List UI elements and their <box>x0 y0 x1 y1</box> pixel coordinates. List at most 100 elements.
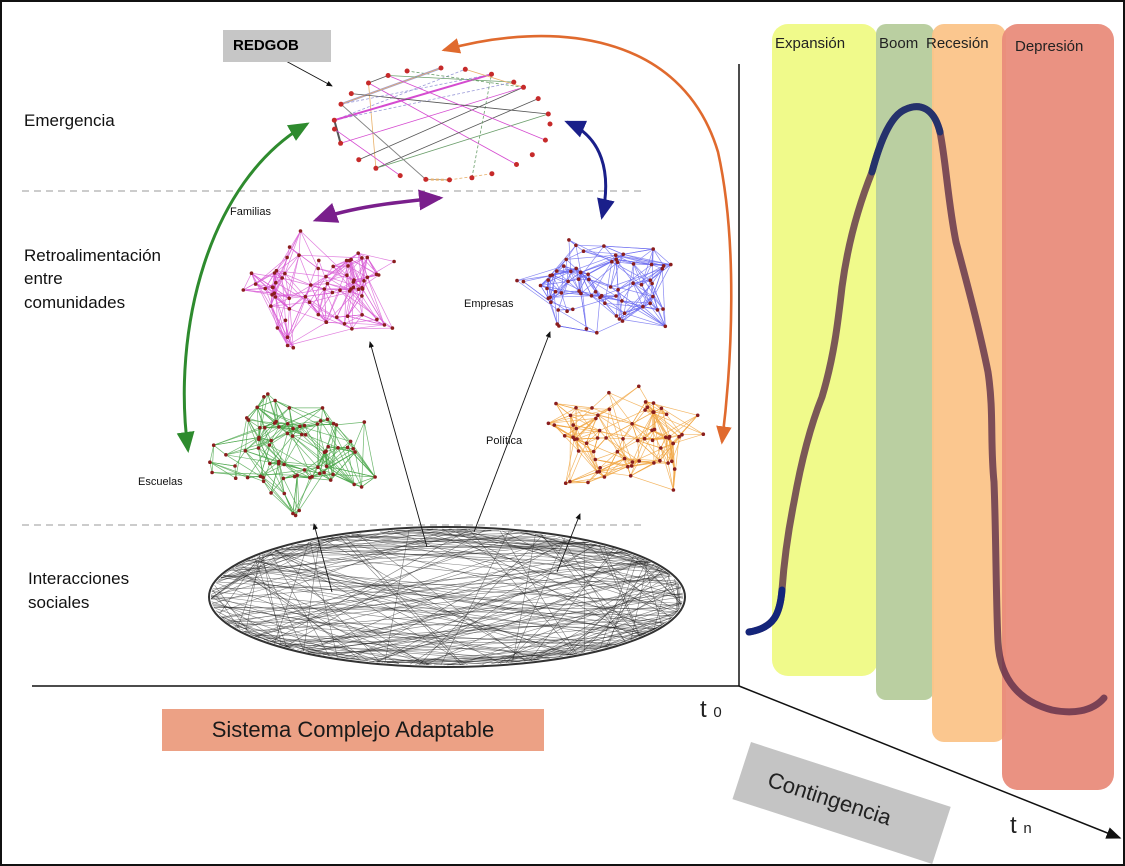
network-edge <box>358 252 395 262</box>
redgob-node <box>469 175 475 181</box>
interaction-edge <box>630 561 649 640</box>
redgob-edge <box>340 67 442 105</box>
network-edge <box>292 475 298 514</box>
interaction-edge <box>254 531 513 637</box>
network-node <box>282 491 287 496</box>
redgob-node <box>462 66 468 72</box>
politica-network <box>546 384 706 492</box>
network-edge <box>574 439 598 473</box>
network-node <box>571 435 575 440</box>
redgob-node <box>373 165 379 171</box>
redgob-node <box>348 91 354 97</box>
interaction-edge <box>468 529 576 655</box>
redgob-edge <box>425 178 450 181</box>
network-node <box>552 423 557 427</box>
t0-label: t 0 <box>700 696 722 723</box>
network-node <box>603 301 607 306</box>
network-edge <box>209 461 264 482</box>
network-node <box>287 296 292 301</box>
network-node <box>554 401 558 406</box>
network-edge <box>262 477 296 516</box>
network-node <box>593 457 598 462</box>
network-node <box>562 264 566 268</box>
network-node <box>297 508 302 513</box>
interaction-edge <box>236 529 415 567</box>
network-node <box>285 422 290 426</box>
redgob-label: REDGOB <box>223 30 331 62</box>
interaction-edge <box>345 535 684 599</box>
network-node <box>631 262 636 266</box>
network-node <box>360 256 364 260</box>
network-edge <box>318 292 333 315</box>
network-node <box>233 464 237 468</box>
network-node <box>651 410 656 415</box>
network-edge <box>332 266 352 290</box>
interaction-edge <box>211 598 551 659</box>
network-edge <box>555 403 593 409</box>
interaction-edge <box>267 552 573 655</box>
network-node <box>550 273 554 277</box>
network-node <box>666 461 670 465</box>
network-edge <box>327 265 349 284</box>
familias-label: Familias <box>230 206 271 218</box>
interaction-edge <box>433 649 596 666</box>
network-node <box>658 458 662 463</box>
level-retro-line1: Retroalimentación <box>24 246 162 265</box>
network-edge <box>263 481 296 516</box>
network-node <box>287 245 292 249</box>
network-node <box>629 464 634 468</box>
network-node <box>322 470 326 475</box>
network-node <box>347 289 352 293</box>
level-retro-line3: comunidades <box>24 293 126 312</box>
network-edge <box>326 465 376 478</box>
network-edge <box>578 450 594 452</box>
interaction-edge <box>285 529 486 647</box>
network-edge <box>287 321 327 346</box>
network-edge <box>327 283 352 290</box>
network-node <box>362 420 367 424</box>
network-node <box>669 262 673 267</box>
network-node <box>360 294 364 298</box>
redgob-node <box>489 171 495 177</box>
network-edge <box>327 446 355 485</box>
network-edge <box>350 288 378 320</box>
network-node <box>620 299 624 303</box>
network-edge <box>325 265 349 323</box>
network-edge <box>363 280 385 326</box>
phase-bands <box>772 24 1114 790</box>
network-edge <box>325 276 350 292</box>
network-node <box>258 425 262 430</box>
familias-network <box>241 229 396 350</box>
network-node <box>342 322 347 326</box>
interaction-edge <box>535 533 679 611</box>
interaction-edge <box>251 634 627 642</box>
network-node <box>574 426 579 431</box>
network-node <box>607 390 611 395</box>
interaction-edge <box>240 532 528 631</box>
redgob-node <box>545 111 551 117</box>
network-node <box>607 407 612 412</box>
network-edge <box>326 321 385 326</box>
redgob-node <box>356 157 362 163</box>
network-edge <box>330 424 337 481</box>
network-node <box>671 441 675 446</box>
network-node <box>620 319 625 323</box>
network-edge <box>639 460 654 464</box>
network-edge <box>305 292 333 298</box>
interaction-edge <box>224 567 235 575</box>
network-edge <box>260 464 285 477</box>
network-node <box>671 488 676 492</box>
network-edge <box>596 297 601 333</box>
network-node <box>650 438 655 443</box>
network-node <box>574 243 578 248</box>
network-node <box>659 406 664 411</box>
network-edge <box>310 283 328 286</box>
network-edge <box>309 301 327 323</box>
redgob-edge <box>368 75 389 84</box>
network-node <box>578 270 583 275</box>
network-edge <box>317 418 328 425</box>
network-edge <box>565 450 579 484</box>
redgob-node <box>404 68 410 74</box>
interaction-edge <box>237 553 265 629</box>
network-node <box>589 294 594 298</box>
